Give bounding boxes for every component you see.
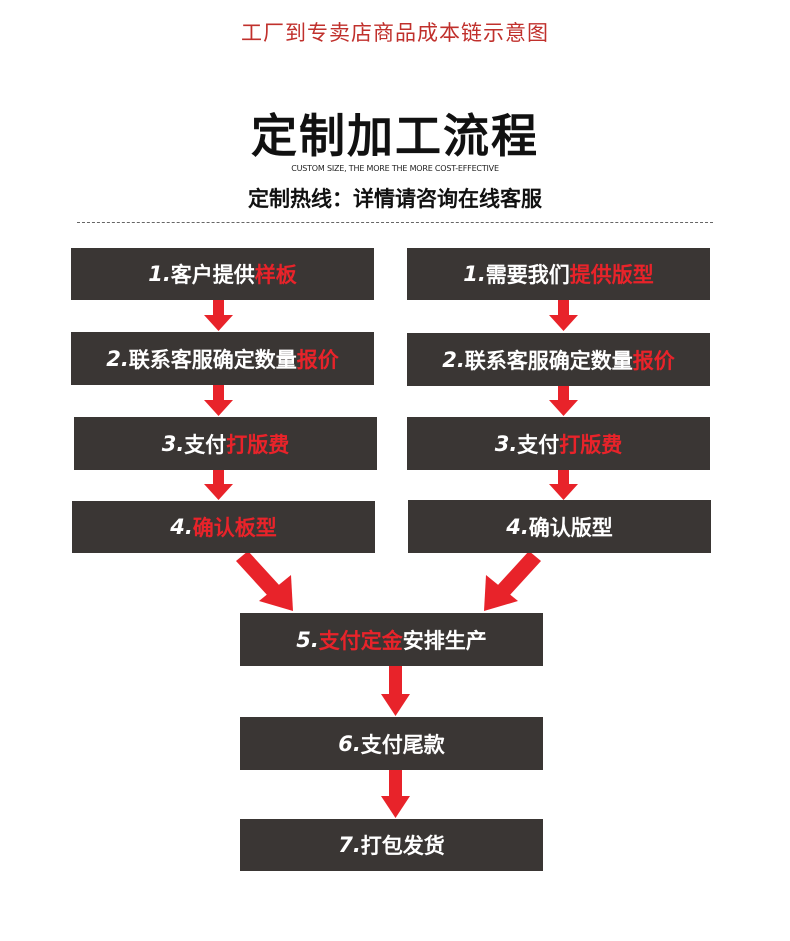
left-step-2-box: 2.联系客服确定数量报价 <box>71 332 374 385</box>
right-step-1-box: 1.需要我们提供版型 <box>407 248 710 300</box>
step-rest-text: 安排生产 <box>402 628 487 653</box>
center-step-7-box: 7.打包发货 <box>240 819 543 871</box>
left-step-3-box: 3.支付打版费 <box>74 417 377 470</box>
step-text: 支付 <box>184 432 227 457</box>
arrow-down-icon <box>204 470 233 500</box>
step-text: 需要我们 <box>485 263 570 287</box>
left-step-4-box: 4.确认板型 <box>72 501 375 553</box>
top-title: 工厂到专卖店商品成本链示意图 <box>241 21 549 45</box>
step-number: 5. <box>296 627 319 652</box>
right-step-3-box: 3.支付打版费 <box>407 417 710 470</box>
center-step-5-box: 5.支付定金安排生产 <box>240 613 543 666</box>
step-number: 6. <box>338 731 361 756</box>
step-number: 2. <box>106 346 129 371</box>
right-step-4-box: 4.确认版型 <box>408 500 711 553</box>
step-number: 1. <box>463 262 486 286</box>
left-step-1-box: 1.客户提供样板 <box>71 248 374 300</box>
step-text: 联系客服确定数量 <box>128 347 297 372</box>
step-highlight: 报价 <box>296 347 339 372</box>
step-highlight: 打版费 <box>226 432 290 457</box>
arrow-down-icon <box>381 666 410 716</box>
step-number: 7. <box>338 833 361 857</box>
step-number: 2. <box>442 347 465 372</box>
arrow-down-icon <box>204 385 233 416</box>
step-text: 支付 <box>517 432 560 457</box>
step-text: 支付尾款 <box>360 732 445 757</box>
step-number: 3. <box>161 431 185 456</box>
step-number: 4. <box>170 515 193 539</box>
arrow-down-icon <box>549 470 578 500</box>
step-highlight: 样板 <box>254 263 297 287</box>
arrow-down-icon <box>381 770 410 818</box>
step-text: 客户提供 <box>170 263 255 287</box>
arrow-down-icon <box>549 386 578 416</box>
arrow-diagonal-right-icon <box>236 551 293 611</box>
arrow-diagonal-left-icon <box>484 551 541 611</box>
main-title: 定制加工流程 <box>251 109 539 163</box>
step-highlight: 打版费 <box>559 432 623 457</box>
step-text: 确认版型 <box>528 515 613 540</box>
center-step-6-box: 6.支付尾款 <box>240 717 543 770</box>
step-number: 4. <box>506 514 529 539</box>
arrow-down-icon <box>549 300 578 331</box>
step-text: 打包发货 <box>360 834 445 858</box>
step-highlight: 提供版型 <box>569 263 654 287</box>
step-text: 联系客服确定数量 <box>464 348 633 373</box>
step-number: 1. <box>148 262 171 286</box>
step-highlight: 报价 <box>632 348 675 373</box>
right-step-2-box: 2.联系客服确定数量报价 <box>407 333 710 386</box>
hotline-text: 定制热线：详情请咨询在线客服 <box>248 187 542 211</box>
arrow-down-icon <box>204 300 233 331</box>
step-highlight: 支付定金 <box>318 628 403 653</box>
step-number: 3. <box>494 431 518 456</box>
dashed-divider <box>77 222 713 223</box>
subtitle-english: CUSTOM SIZE, THE MORE THE MORE COST-EFFE… <box>291 164 499 173</box>
step-highlight: 确认板型 <box>192 516 277 540</box>
